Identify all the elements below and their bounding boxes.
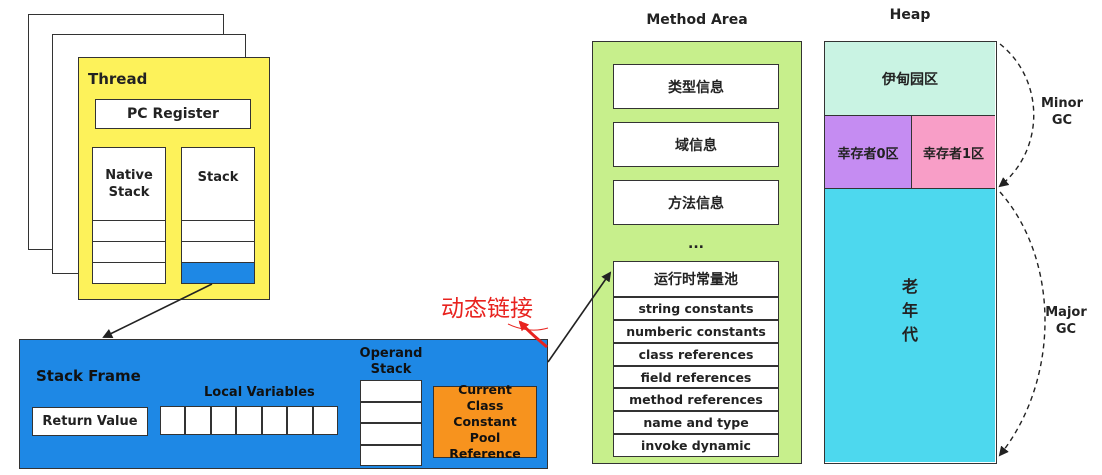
pool-item: name and type	[613, 411, 779, 435]
operand-stack-slot	[360, 444, 422, 466]
operand-stack-slot	[360, 380, 422, 402]
local-variable-slot	[261, 406, 288, 435]
method-area-panel: 类型信息 域信息 方法信息 ... 运行时常量池 string constant…	[592, 41, 802, 464]
survivor-1-space: 幸存者1区	[912, 116, 995, 189]
dynamic-linking-label: 动态链接	[441, 296, 533, 322]
red-scribble	[507, 323, 549, 331]
heap-panel: 伊甸园区 幸存者0区 幸存者1区 老 年 代	[824, 41, 997, 464]
pool-item: invoke dynamic	[613, 434, 779, 458]
stack-frame-title: Stack Frame	[36, 367, 141, 385]
pc-register: PC Register	[95, 99, 251, 129]
native-stack-slot	[92, 220, 166, 242]
method-info: 方法信息	[613, 180, 779, 225]
field-info: 域信息	[613, 122, 779, 167]
native-stack-slot	[92, 262, 166, 284]
local-variable-slot	[236, 406, 262, 435]
operand-stack-slot	[360, 401, 422, 423]
type-info: 类型信息	[613, 64, 779, 109]
eden-space: 伊甸园区	[825, 42, 995, 116]
constant-pool-reference: Current Class Constant Pool Reference	[433, 382, 537, 461]
method-area-title: Method Area	[646, 12, 748, 28]
stack-label: Stack	[181, 147, 255, 221]
operand-stack-slot	[360, 423, 422, 445]
return-value: Return Value	[32, 407, 148, 436]
heap-title: Heap	[889, 7, 931, 23]
local-variable-slot	[287, 406, 313, 435]
local-variables-array	[160, 406, 338, 435]
local-variable-slot	[160, 406, 186, 435]
survivor-0-space: 幸存者0区	[825, 116, 912, 189]
operand-stack-label: Operand Stack	[359, 346, 423, 377]
local-variable-slot	[185, 406, 211, 435]
method-area-ellipsis: ...	[688, 236, 704, 252]
stack-slot-current-frame	[181, 262, 255, 284]
pool-item: numberic constants	[613, 319, 779, 343]
operand-stack-slots	[360, 380, 422, 466]
native-stack-label: Native Stack	[92, 147, 166, 221]
stack-slot	[181, 220, 255, 242]
pool-item: string constants	[613, 297, 779, 320]
local-variable-slot	[210, 406, 237, 435]
major-gc-label: Major GC	[1045, 305, 1087, 337]
old-generation-space: 老 年 代	[825, 189, 995, 462]
minor-gc-arrow	[998, 43, 1035, 188]
pool-item: field references	[613, 365, 779, 389]
runtime-constant-pool-header: 运行时常量池	[613, 261, 779, 297]
major-gc-arrow	[998, 191, 1046, 457]
thread-title: Thread	[88, 70, 148, 88]
minor-gc-label: Minor GC	[1041, 96, 1083, 128]
pool-item: method references	[613, 388, 779, 412]
pool-item: class references	[613, 342, 779, 366]
stack-frame-panel: Stack Frame Return Value Local Variables…	[19, 339, 548, 469]
stack-slot	[181, 241, 255, 263]
runtime-constant-pool: 运行时常量池 string constants numberic constan…	[613, 261, 779, 458]
native-stack-slot	[92, 241, 166, 263]
thread-panel: Thread PC Register Native Stack Stack	[78, 57, 270, 300]
local-variables-label: Local Variables	[204, 385, 315, 400]
local-variable-slot	[312, 406, 338, 435]
